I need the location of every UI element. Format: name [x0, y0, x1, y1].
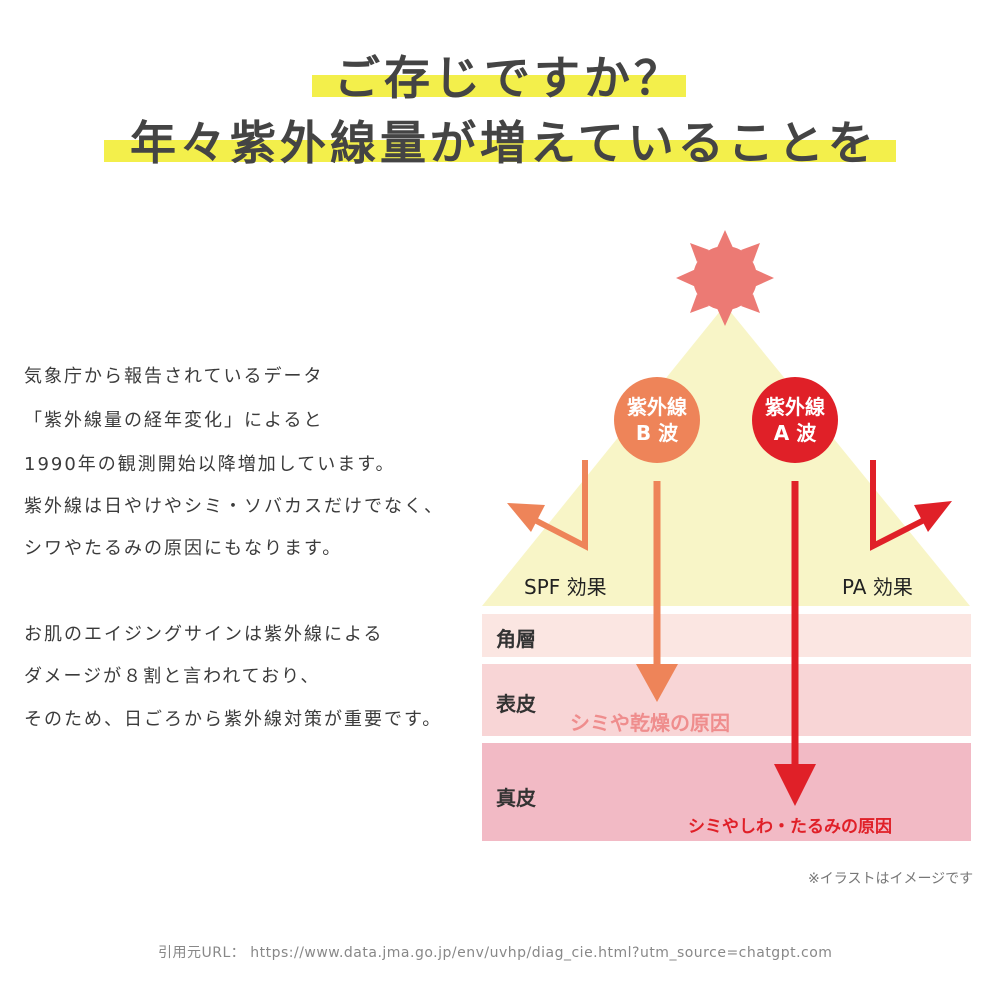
- layer-stratum-corneum: [482, 614, 971, 657]
- spf-effect-label: SPF 効果: [524, 575, 607, 599]
- uvb-badge-line: B 波: [635, 421, 679, 445]
- body-line: ダメージが８割と言われており、: [24, 666, 321, 687]
- title-highlight-2: [104, 140, 896, 162]
- uva-reflect-arrowhead: [914, 501, 952, 532]
- uva-badge-line: A 波: [773, 421, 817, 445]
- uvb-penetrate-arrowhead: [636, 664, 678, 702]
- body-line: シワやたるみの原因にもなります。: [24, 538, 343, 559]
- uvb-cause-text: シミや乾燥の原因: [570, 711, 730, 735]
- uva-badge: [752, 377, 838, 463]
- body-line: そのため、日ごろから紫外線対策が重要です。: [24, 709, 443, 730]
- uva-badge-line: 紫外線: [765, 395, 825, 419]
- uva-penetrate-arrowhead: [774, 764, 816, 806]
- uva-cause-text: シミやしわ・たるみの原因: [688, 817, 892, 837]
- layer-epidermis: [482, 664, 971, 736]
- sunlight-cone: [482, 305, 970, 606]
- uva-reflect-arrow: [870, 460, 934, 551]
- uvb-badge-label: 紫外線 B 波: [612, 394, 702, 446]
- layer-label-stratum-corneum: 角層: [496, 627, 536, 651]
- citation-url: 引用元URL： https://www.data.jma.go.jp/env/u…: [158, 945, 833, 961]
- body-line: 紫外線は日やけやシミ・ソバカスだけでなく、: [24, 496, 444, 517]
- body-line: お肌のエイジングサインは紫外線による: [24, 624, 384, 645]
- uvb-reflect-arrowhead: [507, 503, 545, 532]
- pa-effect-label: PA 効果: [842, 575, 913, 599]
- title-line-2: 年々紫外線量が増えていることを: [130, 116, 878, 170]
- title-line-1: ご存じですか？: [334, 51, 684, 105]
- layer-label-epidermis: 表皮: [496, 692, 536, 716]
- layer-label-dermis: 真皮: [496, 786, 536, 810]
- body-line: 気象庁から報告されているデータ: [24, 366, 324, 387]
- body-line: 1990年の観測開始以降増加しています。: [24, 454, 396, 475]
- uva-badge-label: 紫外線 A 波: [750, 394, 840, 446]
- body-line: 「紫外線量の経年変化」によると: [24, 410, 324, 431]
- uvb-badge-line: 紫外線: [627, 395, 687, 419]
- title-highlight-1: [312, 75, 686, 97]
- uvb-badge: [614, 377, 700, 463]
- illustration-note: ※イラストはイメージです: [808, 871, 974, 887]
- uvb-reflect-arrow: [525, 460, 588, 551]
- sun-icon: [676, 230, 774, 326]
- layer-dermis: [482, 743, 971, 841]
